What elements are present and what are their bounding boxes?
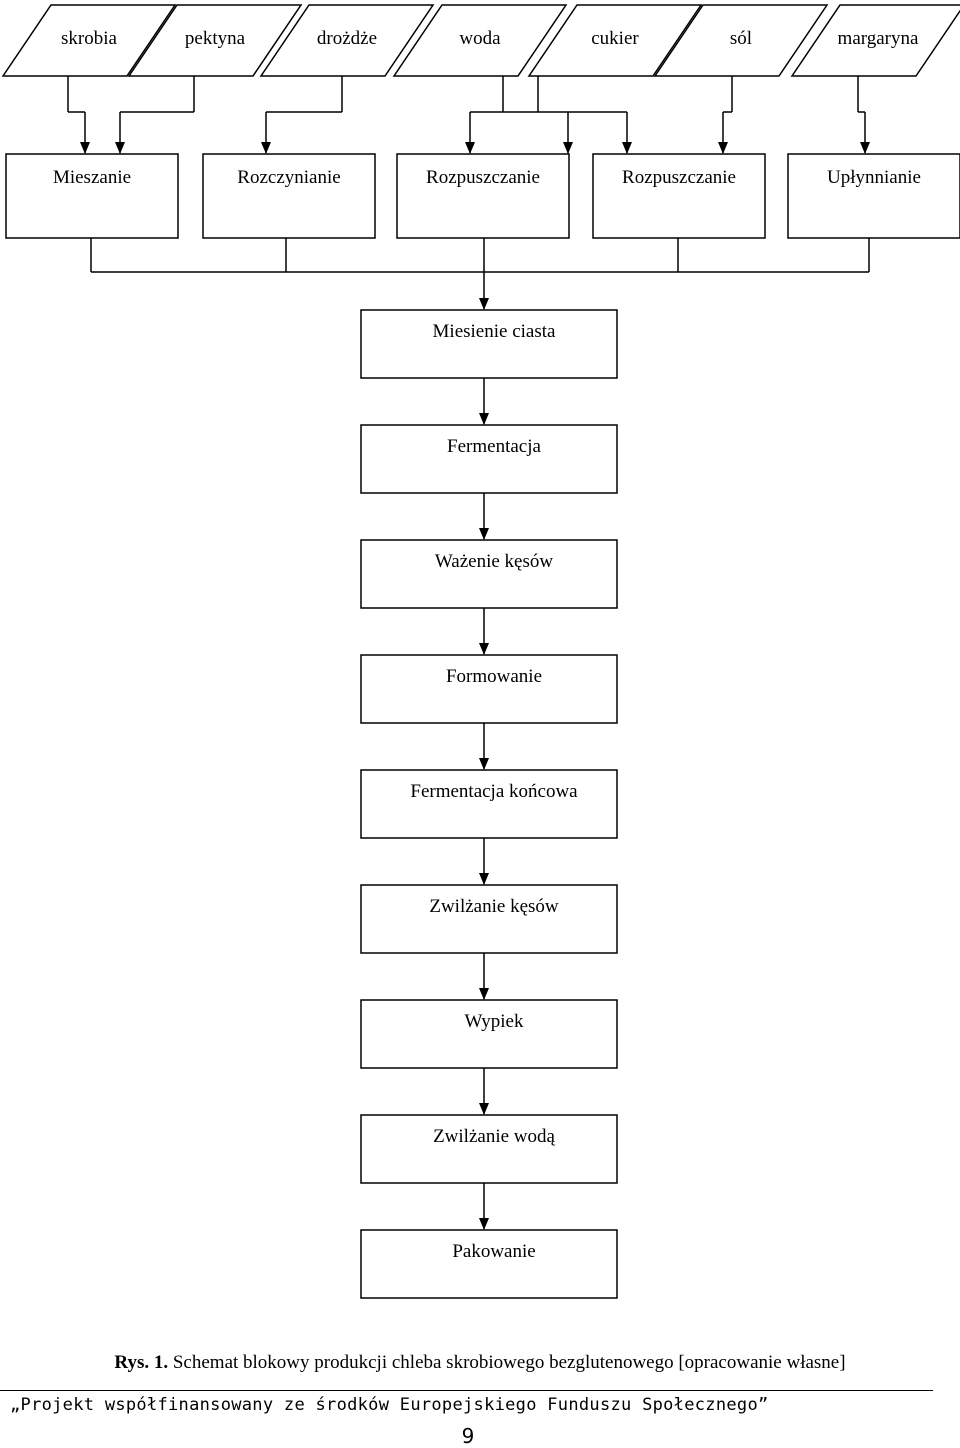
ingredient-shape [527,4,703,77]
arrow-head [479,528,489,540]
arrow-head [115,142,125,154]
process-step-box [360,884,618,954]
ingredient-shape [653,4,829,77]
prep-step-3: Rozpuszczanie [396,153,570,239]
arrow-head [479,988,489,1000]
process-step-box [360,999,618,1069]
prep-step-box [592,153,766,239]
ingredient-shape [790,4,960,77]
ingredient-margaryna: margaryna [790,4,960,77]
connectors [67,76,870,1230]
process-step-9: Pakowanie [360,1229,618,1299]
ingredient-row: skrobia pektyna drożdże woda cukier sól margar… [1,4,960,77]
prep-step-label: Mieszanie [53,167,131,188]
process-step-label: Ważenie kęsów [435,551,554,572]
process-step-label: Fermentacja końcowa [410,781,578,802]
arrow-head [479,643,489,655]
ingredient-shape [392,4,568,77]
prep-step-box [5,153,179,239]
process-step-label: Formowanie [446,666,542,687]
process-step-label: Zwilżanie kęsów [429,896,559,917]
arrow-head [261,142,271,154]
prep-step-box [787,153,960,239]
prep-step-box [396,153,570,239]
process-step-label: Wypiek [464,1011,524,1032]
ingredient-drozdze: drożdże [259,4,435,77]
process-step-box [360,424,618,494]
arrow-head [718,142,728,154]
ingredient-label: margaryna [838,28,919,49]
ingredient-label: woda [459,28,501,49]
process-step-6: Zwilżanie kęsów [360,884,618,954]
prep-step-2: Rozczynianie [202,153,376,239]
page-number: 9 [461,1424,475,1448]
arrow-head [80,142,90,154]
arrow-head [479,758,489,770]
arrow-head [479,1103,489,1115]
ingredient-skrobia: skrobia [1,4,177,77]
footer-rule [0,1390,933,1391]
arrow-head [479,873,489,885]
process-step-box [360,1229,618,1299]
process-step-box [360,769,618,839]
arrow-head [465,142,475,154]
footer-note: „Projekt współfinansowany ze środków Eur… [10,1395,769,1415]
prep-step-label: Rozpuszczanie [426,167,540,188]
process-step-2: Fermentacja [360,424,618,494]
prep-step-label: Rozczynianie [237,167,340,188]
preparation-row: Mieszanie Rozczynianie Rozpuszczanie Rozpus… [5,153,960,239]
process-step-1: Miesienie ciasta [360,309,618,379]
arrow-head [860,142,870,154]
prep-step-label: Upłynnianie [827,167,921,188]
prep-step-label: Rozpuszczanie [622,167,736,188]
flowchart: skrobia pektyna drożdże woda cukier sól margar… [1,4,960,1299]
process-step-7: Wypiek [360,999,618,1069]
prep-step-4: Rozpuszczanie [592,153,766,239]
ingredient-shape [1,4,177,77]
process-step-box [360,654,618,724]
caption-text: Schemat blokowy produkcji chleba skrobio… [172,1352,846,1373]
process-step-box [360,539,618,609]
ingredient-pektyna: pektyna [127,4,303,77]
ingredient-woda: woda [392,4,568,77]
ingredient-cukier: cukier [527,4,703,77]
process-step-label: Pakowanie [452,1241,535,1262]
ingredient-label: drożdże [317,28,377,49]
arrow-head [563,142,573,154]
prep-step-box [202,153,376,239]
prep-step-5: Upłynnianie [787,153,960,239]
ingredient-shape [259,4,435,77]
process-step-4: Formowanie [360,654,618,724]
process-step-label: Fermentacja [447,436,541,457]
ingredient-shape [127,4,303,77]
caption-label: Rys. 1. [114,1352,169,1373]
process-step-8: Zwilżanie wodą [360,1114,618,1184]
ingredient-label: skrobia [61,28,118,49]
ingredient-label: cukier [591,28,639,49]
arrow-head [479,1218,489,1230]
prep-step-1: Mieszanie [5,153,179,239]
process-step-3: Ważenie kęsów [360,539,618,609]
process-step-5: Fermentacja końcowa [360,769,618,839]
process-step-label: Zwilżanie wodą [433,1126,555,1147]
process-step-box [360,1114,618,1184]
ingredient-label: sól [730,28,752,49]
arrow-head [479,298,489,310]
arrow-head [622,142,632,154]
process-step-box [360,309,618,379]
ingredient-label: pektyna [185,28,246,49]
ingredient-sol: sól [653,4,829,77]
figure-caption: Rys. 1. Schemat blokowy produkcji chleba… [0,1352,960,1374]
arrow-head [479,413,489,425]
process-step-label: Miesienie ciasta [433,321,556,342]
